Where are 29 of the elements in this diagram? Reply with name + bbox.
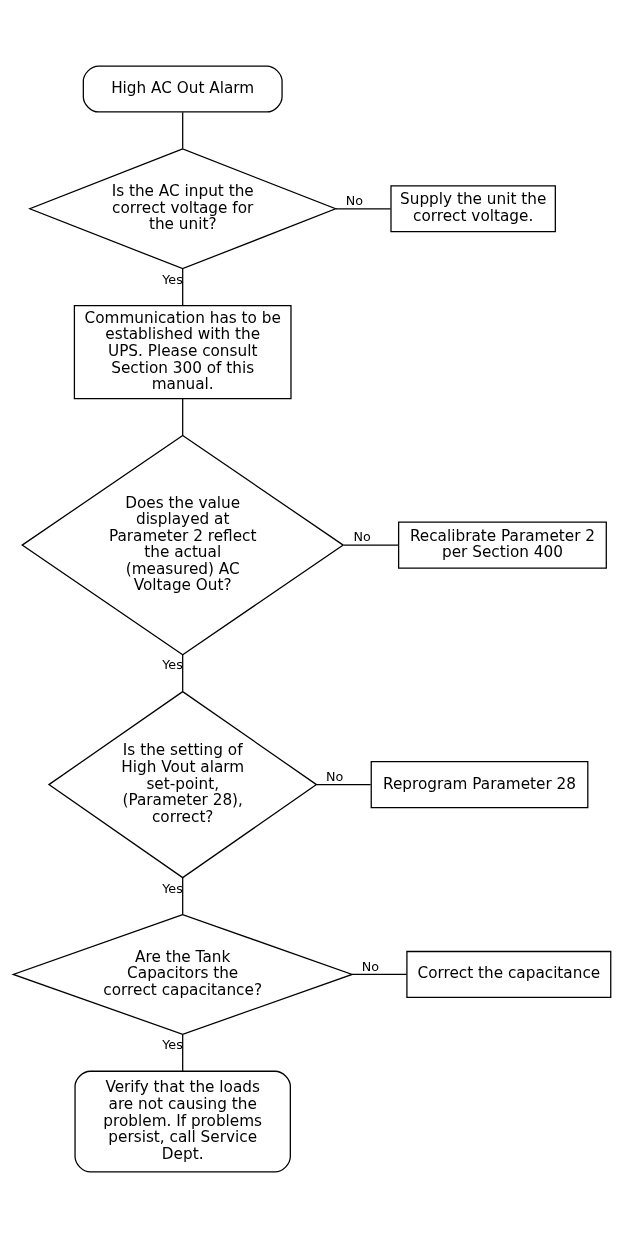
connector	[343, 544, 399, 546]
node-box: High AC Out Alarm	[82, 65, 283, 113]
connector	[351, 973, 408, 976]
connector	[182, 268, 184, 307]
edge-label: No	[345, 192, 363, 208]
edge-label: Yes	[162, 1037, 183, 1053]
edge-label: No	[361, 958, 380, 974]
node-diamond: Does the value displayed at Parameter 2 reflect the actual (measured) AC Voltage Out?	[21, 434, 345, 656]
node-box: Supply the unit the correct voltage.	[390, 185, 556, 233]
node-box: Reprogram Parameter 28	[370, 761, 589, 809]
edge-label: Yes	[162, 880, 183, 896]
connector	[335, 208, 392, 210]
edge-label: Yes	[162, 657, 183, 673]
node-box: Verify that the loads are not causing the problem. If problems persist, call Service Dept.	[74, 1070, 291, 1173]
edge-label: No	[353, 529, 371, 545]
connector	[182, 877, 184, 915]
node-diamond: Is the AC input the correct voltage for the unit?	[28, 148, 338, 270]
edge-label: Yes	[162, 271, 183, 287]
node-box: Communication has to be established with the UPS. Please consult Section 300 of this manual.	[73, 304, 292, 400]
node-diamond: Are the Tank Capacitors the correct capacitance?	[11, 913, 355, 1035]
node-box: Recalibrate Parameter 2 per Section 400	[398, 521, 607, 569]
connector	[182, 1033, 184, 1072]
connector	[182, 398, 184, 437]
connector	[182, 654, 184, 692]
node-diamond: Is the setting of High Vout alarm set-point, (Parameter 28), correct?	[47, 690, 318, 879]
connector	[315, 784, 372, 786]
edge-label: No	[326, 768, 344, 784]
node-box: Correct the capacitance	[406, 950, 612, 998]
connector	[182, 111, 184, 150]
